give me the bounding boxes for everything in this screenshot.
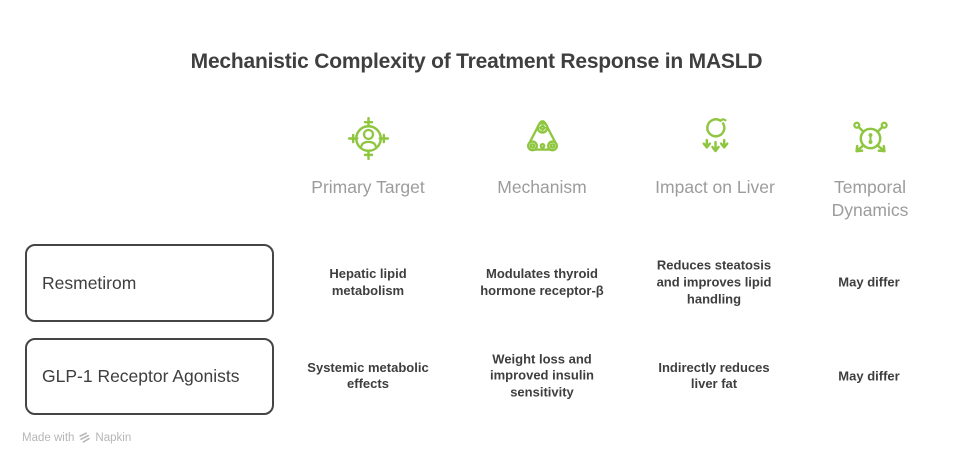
brand-text: Napkin — [95, 431, 132, 444]
cell-temporal-dynamics: May differ — [838, 368, 900, 384]
cell-temporal-dynamics: May differ — [838, 274, 900, 290]
cell-mechanism: Weight loss and improved insulin sensiti… — [489, 351, 594, 400]
column-header-temporal-dynamics: Temporal Dynamics — [805, 114, 935, 222]
column-header-primary-target: Primary Target — [283, 114, 453, 199]
column-label: Temporal Dynamics — [831, 177, 909, 220]
made-with-text: Made with — [22, 431, 75, 444]
column-header-impact-on-liver: Impact on Liver — [630, 114, 800, 199]
row-label: Resmetirom — [42, 272, 137, 293]
column-label: Impact on Liver — [655, 177, 775, 197]
person-target-icon — [283, 114, 453, 164]
entity-box-resmetirom: Resmetirom — [25, 244, 274, 322]
gears-belt-icon — [457, 114, 627, 164]
column-header-mechanism: Mechanism — [457, 114, 627, 199]
napkin-logo-icon — [78, 431, 91, 444]
cell-primary-target: Hepatic lipid metabolism — [329, 266, 407, 298]
network-diverge-arrows-icon — [805, 114, 935, 164]
row-resmetirom: Resmetirom Hepatic lipid metabolism Modu… — [0, 244, 953, 322]
cell-impact-on-liver: Indirectly reduces liver fat — [658, 359, 770, 392]
cell-primary-target: Systemic metabolic effects — [307, 359, 429, 392]
cell-impact-on-liver: Reduces steatosis and improves lipid han… — [656, 257, 772, 307]
row-glp1-receptor-agonists: GLP-1 Receptor Agonists Systemic metabol… — [0, 338, 953, 415]
page-title: Mechanistic Complexity of Treatment Resp… — [190, 50, 763, 73]
column-label: Primary Target — [311, 177, 425, 197]
cell-mechanism: Modulates thyroid hormone receptor-β — [480, 266, 604, 298]
impact-down-arrows-icon — [630, 114, 800, 164]
row-label: GLP-1 Receptor Agonists — [42, 366, 240, 386]
entity-box-glp1: GLP-1 Receptor Agonists — [25, 338, 274, 415]
column-label: Mechanism — [497, 177, 587, 197]
made-with-napkin-credit: Made with Napkin — [22, 431, 131, 444]
